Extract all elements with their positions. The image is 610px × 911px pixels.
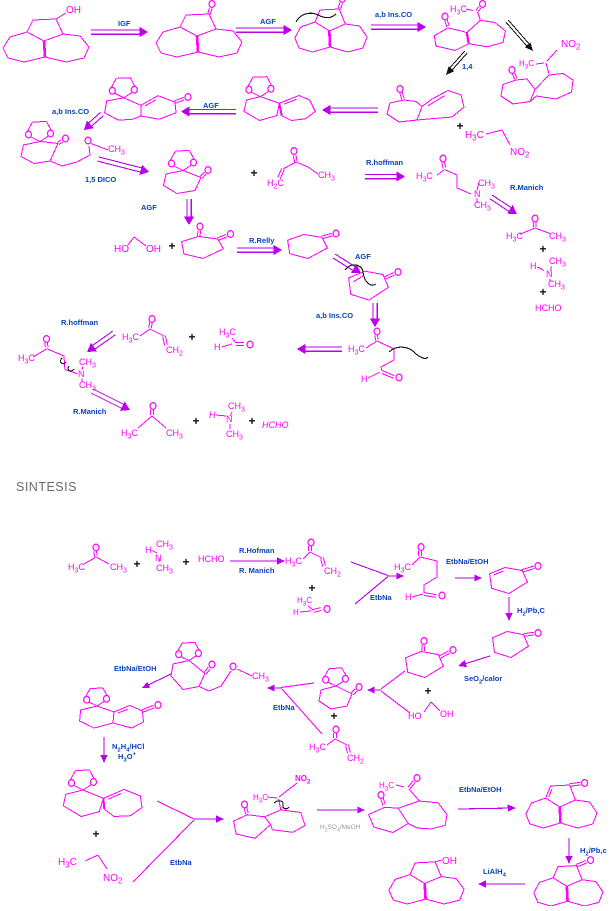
svg-text:EtbNa: EtbNa: [370, 593, 392, 602]
svg-text:+: +: [133, 557, 140, 571]
svg-text:a,b Ins.CO: a,b Ins.CO: [52, 107, 89, 116]
svg-text:R.Manich: R.Manich: [510, 183, 544, 192]
svg-text:+: +: [424, 684, 431, 698]
svg-text:H: H: [145, 545, 152, 555]
svg-text:OH: OH: [66, 5, 81, 16]
svg-text:H: H: [209, 410, 216, 420]
svg-text:OH: OH: [440, 709, 454, 719]
svg-text:EtbNa: EtbNa: [170, 858, 192, 867]
svg-text:+: +: [330, 709, 337, 723]
svg-text:a,b Ins.CO: a,b Ins.CO: [316, 311, 353, 320]
svg-text:AGF: AGF: [203, 101, 219, 110]
svg-text:R.Manich: R.Manich: [73, 407, 107, 416]
svg-text:H: H: [361, 374, 368, 384]
svg-text:AGF: AGF: [355, 252, 371, 261]
svg-text:+: +: [188, 330, 195, 344]
svg-text:IGF: IGF: [118, 19, 131, 28]
svg-text:H: H: [293, 608, 299, 617]
svg-text:R. Manich: R. Manich: [239, 566, 275, 575]
svg-text:AGF: AGF: [260, 17, 276, 26]
svg-text:1,4: 1,4: [462, 62, 473, 71]
svg-text:a,b Ins.CO: a,b Ins.CO: [375, 10, 412, 19]
svg-text:H: H: [214, 342, 221, 352]
svg-text:R.Relly: R.Relly: [249, 236, 275, 245]
svg-text:+: +: [192, 414, 199, 428]
svg-text:+: +: [248, 414, 255, 428]
svg-text:H: H: [530, 261, 537, 271]
svg-text:HCHO: HCHO: [262, 420, 289, 430]
svg-text:R.hoffman: R.hoffman: [61, 318, 98, 327]
svg-text:N: N: [546, 269, 553, 279]
svg-text:HCHO: HCHO: [535, 303, 562, 313]
svg-text:N: N: [78, 369, 85, 379]
svg-text:H: H: [405, 592, 412, 602]
svg-text:EtbNa/EtOH: EtbNa/EtOH: [459, 785, 502, 794]
svg-text:+: +: [250, 166, 257, 180]
svg-text:EtbNa: EtbNa: [273, 703, 295, 712]
svg-text:OH: OH: [442, 856, 457, 867]
svg-text:+: +: [92, 827, 99, 841]
svg-text:N: N: [155, 553, 162, 563]
svg-text:+: +: [539, 285, 546, 299]
svg-text:OH: OH: [146, 244, 161, 255]
svg-text:EtbNa/EtOH: EtbNa/EtOH: [114, 664, 157, 673]
svg-text:R.hoffman: R.hoffman: [366, 158, 403, 167]
svg-text:+: +: [168, 239, 175, 253]
svg-text:HO: HO: [114, 244, 129, 255]
svg-text:HCHO: HCHO: [198, 554, 225, 564]
svg-text:+: +: [456, 119, 463, 133]
svg-text:SINTESIS: SINTESIS: [16, 480, 77, 494]
svg-text:+: +: [539, 242, 546, 256]
svg-text:+: +: [308, 581, 315, 595]
svg-text:+: +: [182, 555, 189, 569]
svg-text:AGF: AGF: [141, 203, 157, 212]
svg-text:R.Hofman: R.Hofman: [239, 546, 275, 555]
svg-text:N: N: [226, 414, 233, 424]
svg-text:1,5 DICO: 1,5 DICO: [85, 175, 116, 184]
svg-text:EtbNa/EtOH: EtbNa/EtOH: [446, 557, 489, 566]
